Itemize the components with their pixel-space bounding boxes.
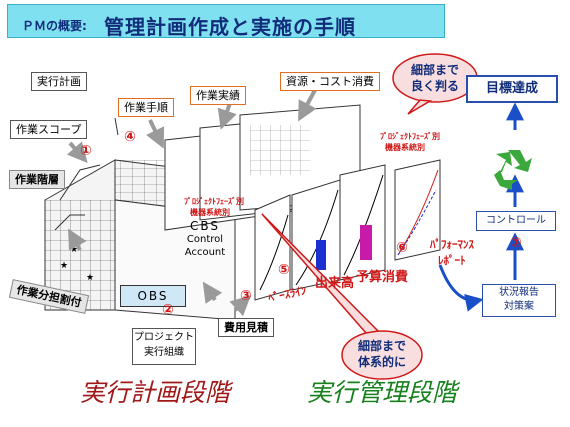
callout-top-line2: 良く判る <box>410 79 459 93</box>
page-title: 管理計画作成と実施の手順 <box>104 15 356 39</box>
work-hierarchy-label: 作業階層 <box>9 170 65 189</box>
budget-consumption-label: 予算消費 <box>356 270 409 285</box>
callout-top-shape <box>392 53 478 115</box>
project-org-line1: プロジェクト <box>134 332 194 343</box>
title-bar: ＰＭの概要: 管理計画作成と実施の手順 <box>7 4 445 39</box>
performance-label-2: ﾚﾎﾟｰﾄ <box>438 254 466 267</box>
status-line1: 状況報告 <box>499 287 539 298</box>
phase-label-mid-top: ﾌﾟﾛｼﾞｪｸﾄﾌｪｰｽﾞ別 <box>184 197 244 206</box>
step-number-3: ③ <box>240 288 252 304</box>
callout-bottom-line1: 細部まで <box>357 339 406 353</box>
status-report-box: 状況報告 対策案 <box>482 284 556 317</box>
step-number-5: ⑤ <box>278 262 290 278</box>
recycle-icon <box>494 150 532 190</box>
goal-box: 目標達成 <box>466 75 558 103</box>
project-org-line2: 実行組織 <box>144 347 184 358</box>
gray-arrows <box>66 89 317 317</box>
phase-label-top: ﾌﾟﾛｼﾞｪｸﾄﾌｪｰｽﾞ別 <box>380 132 440 141</box>
callout-bottom: 細部まで 体系的に <box>344 338 420 370</box>
resource-cost-label: 資源・コスト消費 <box>280 72 380 91</box>
status-line2: 対策案 <box>504 301 534 312</box>
cbs-line3: Account <box>184 247 226 258</box>
work-scope-label: 作業スコープ <box>10 120 88 139</box>
cost-estimate-label: 費用見積 <box>218 318 274 337</box>
svg-text:★: ★ <box>86 273 94 283</box>
chart-panels <box>254 159 441 301</box>
step-number-7: ⑦ <box>510 235 522 251</box>
cbs-line1: CBS <box>189 219 221 233</box>
cbs-label: CBS Control Account <box>175 220 235 259</box>
step-number-1: ① <box>80 143 92 159</box>
callout-top: 細部まで 良く判る <box>396 62 474 94</box>
earned-value-label: 出来高 <box>315 276 355 291</box>
work-result-label: 作業実績 <box>190 86 246 105</box>
callout-bottom-shape <box>261 213 423 380</box>
step-number-2: ② <box>162 302 174 318</box>
phase-label-bottom: 機器系統別 <box>385 143 425 152</box>
work-procedure-label: 作業手順 <box>118 98 174 117</box>
project-org-box: プロジェクト 実行組織 <box>132 328 196 365</box>
obs-box: OBS <box>120 285 186 307</box>
management-phase-label: 実行管理段階 <box>307 378 458 407</box>
blue-arrows <box>438 102 524 312</box>
step-number-4: ④ <box>124 129 136 145</box>
phase-label-mid-bottom: 機器系統別 <box>190 208 230 217</box>
svg-text:★: ★ <box>60 261 68 271</box>
performance-label-1: ﾊﾟﾌｫｰﾏﾝｽ <box>430 238 474 251</box>
planning-phase-label: 実行計画段階 <box>80 378 231 407</box>
control-box: コントロール <box>476 211 556 231</box>
callout-bottom-line2: 体系的に <box>357 355 406 369</box>
title-prefix: ＰＭの概要: <box>22 19 87 33</box>
cbs-line2: Control <box>186 234 224 245</box>
step-number-6: ⑥ <box>396 240 408 256</box>
execution-plan-label: 実行計画 <box>31 72 87 91</box>
callout-top-line1: 細部まで <box>410 63 459 77</box>
